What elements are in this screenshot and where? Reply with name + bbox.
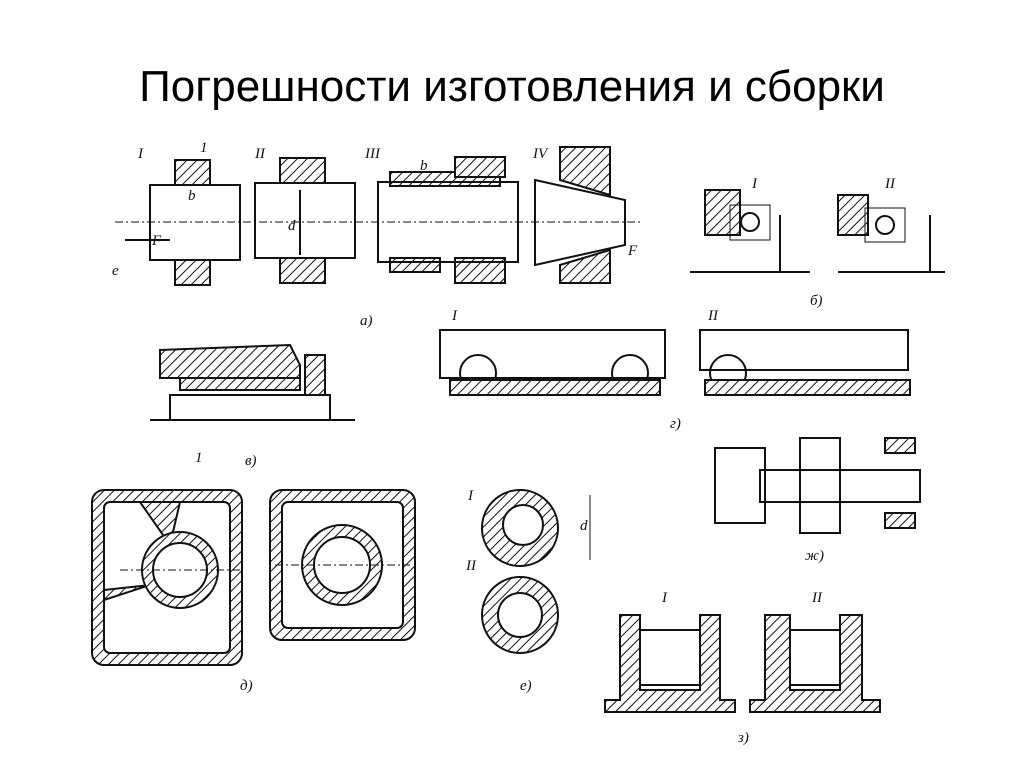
label-e-I: I (467, 488, 474, 504)
label-F-2: F (627, 243, 638, 259)
figure-a: I II III IV 1 b b d F F e а) (112, 140, 640, 329)
label-part-1: 1 (200, 140, 208, 156)
figure-v: 1 в) (150, 343, 355, 469)
label-z-II: II (811, 590, 823, 606)
label-g-I: I (451, 308, 458, 324)
slide-title: Погрешности изготовления и сборки (139, 62, 885, 111)
caption-d: д) (240, 678, 253, 694)
label-IV: IV (532, 146, 549, 162)
figure-d: д) (91, 489, 416, 694)
figure-z: I II з) (604, 590, 881, 746)
label-e-d: d (580, 518, 588, 534)
caption-v: в) (245, 453, 257, 469)
caption-g: г) (670, 416, 681, 432)
caption-z: з) (737, 730, 749, 746)
label-z-I: I (661, 590, 668, 606)
figure-g: I II г) (439, 308, 911, 432)
caption-zh: ж) (805, 548, 824, 564)
label-b-II: II (884, 176, 896, 192)
label-F: F (151, 233, 162, 249)
label-b-2: b (420, 158, 428, 174)
label-v-1: 1 (195, 450, 203, 466)
label-b-I: I (751, 176, 758, 192)
label-e-II: II (465, 558, 477, 574)
label-I: I (137, 146, 144, 162)
label-III: III (364, 146, 381, 162)
label-b: b (188, 188, 196, 204)
figure-b: I II б) (690, 176, 945, 309)
figure-zh: ж) (714, 437, 921, 564)
label-d: d (288, 218, 296, 234)
caption-e: е) (520, 678, 532, 694)
caption-a: а) (360, 313, 373, 329)
label-e: e (112, 263, 119, 279)
label-g-II: II (707, 308, 719, 324)
label-II: II (254, 146, 266, 162)
caption-b: б) (810, 293, 823, 309)
figure-e: I II d е) (465, 488, 591, 694)
